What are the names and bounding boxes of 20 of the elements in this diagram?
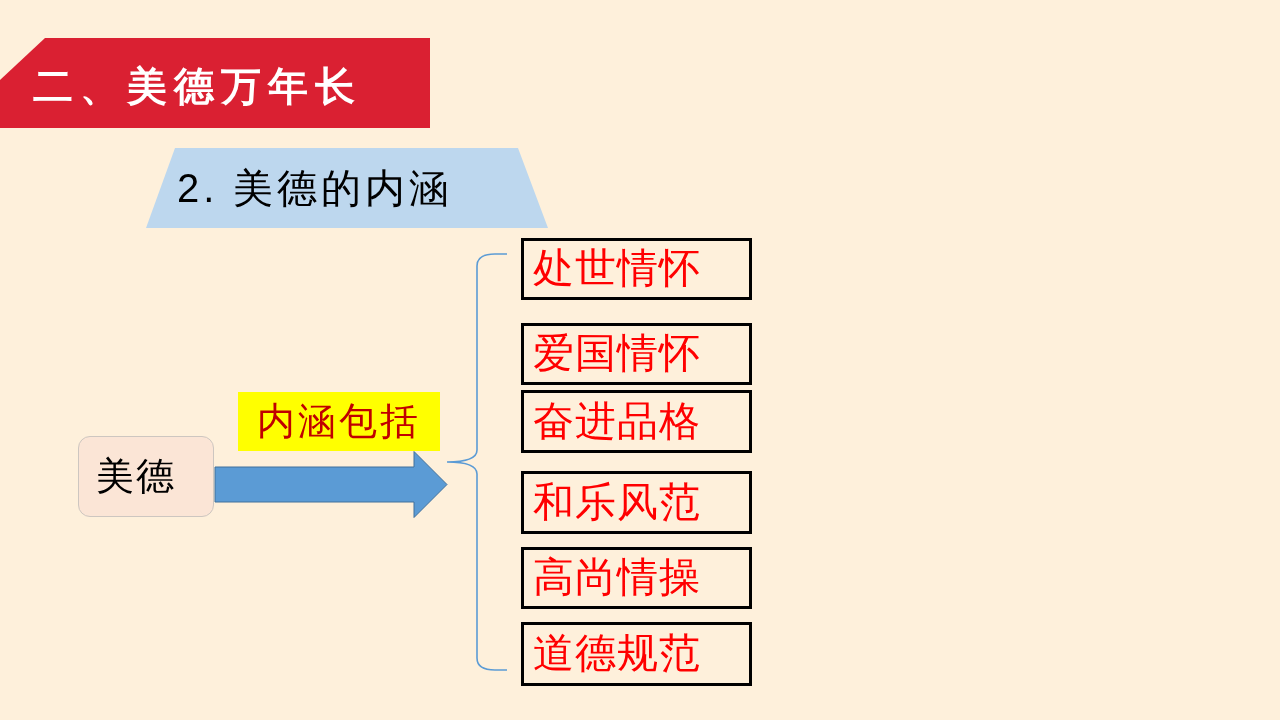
aspect-box — [521, 390, 752, 453]
section-title: 二、美德万年长 — [33, 64, 362, 108]
aspect-text: 处世情怀 — [533, 246, 701, 292]
aspect-box — [521, 323, 752, 385]
highlight-box — [238, 392, 440, 451]
topic-text: 美德 — [96, 455, 176, 498]
aspect-box — [521, 622, 752, 686]
block-arrow — [214, 451, 448, 518]
aspect-box — [521, 547, 752, 609]
highlight-text: 内涵包括 — [257, 400, 421, 443]
aspect-box — [521, 471, 752, 534]
aspect-text: 和乐风范 — [533, 479, 701, 526]
aspect-text: 奋进品格 — [533, 398, 701, 445]
curly-brace — [446, 253, 508, 671]
aspect-text: 爱国情怀 — [533, 331, 701, 377]
topic-box — [78, 436, 214, 517]
subtitle-text: 2. 美德的内涵 — [177, 166, 454, 210]
aspect-text: 高尚情操 — [533, 555, 701, 601]
aspect-box — [521, 238, 752, 300]
aspect-text: 道德规范 — [533, 631, 701, 677]
